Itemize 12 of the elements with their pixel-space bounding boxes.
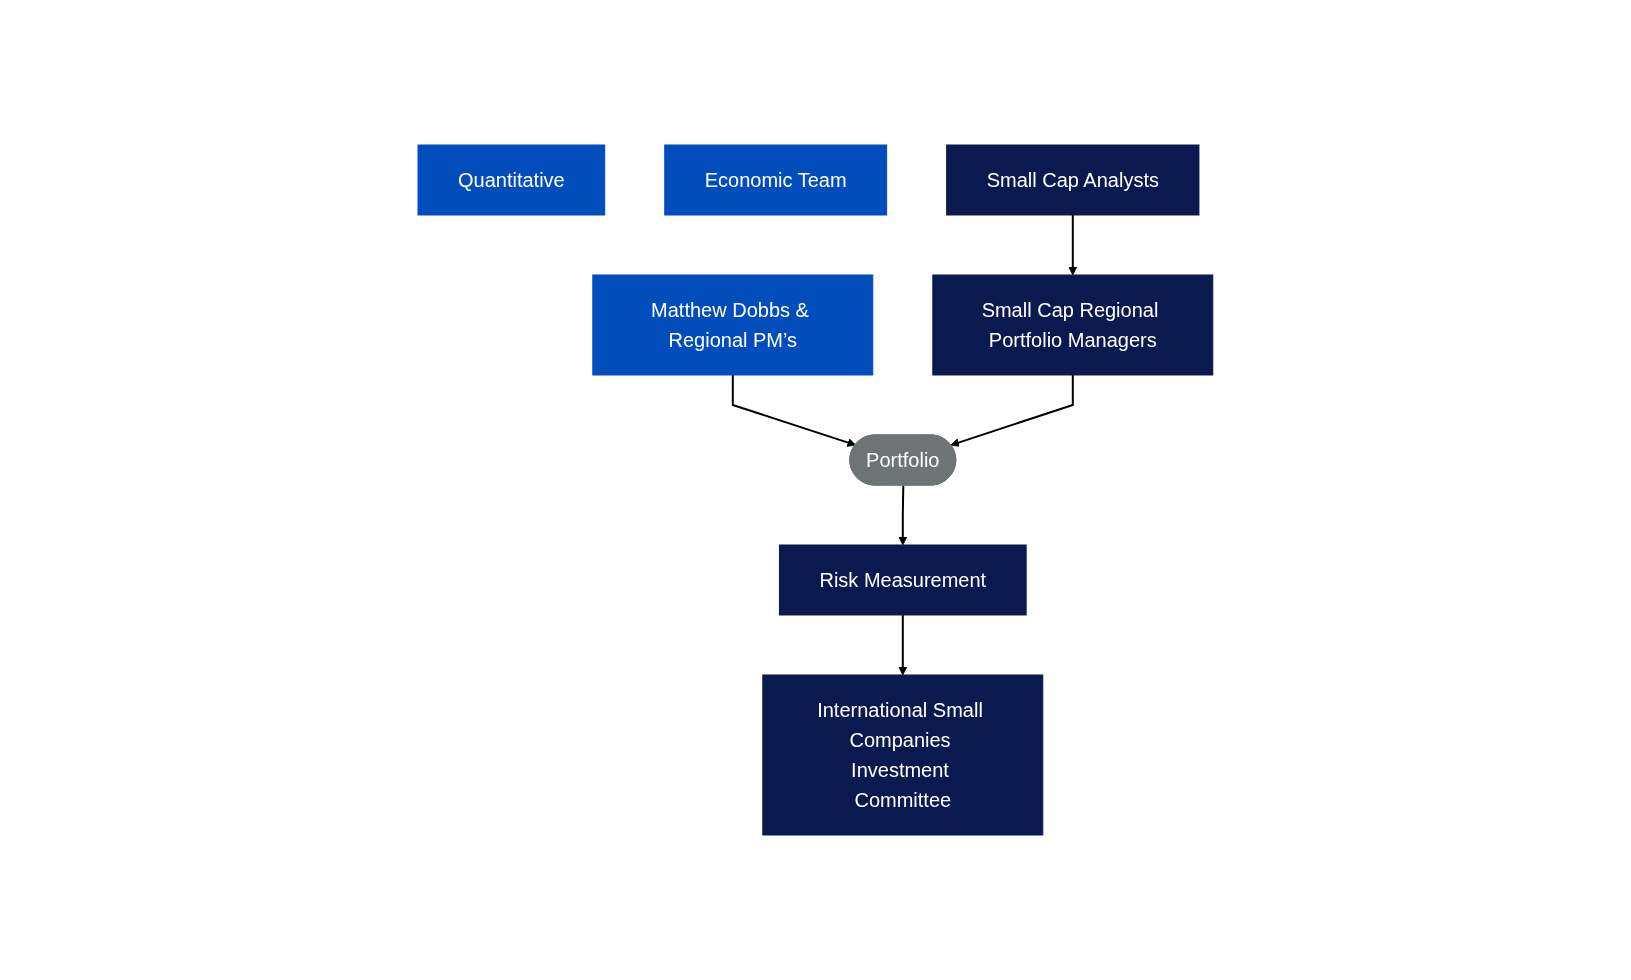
- arrow: [731, 374, 857, 447]
- arrow: [898, 614, 908, 676]
- node-box: Economic Team: [664, 144, 888, 216]
- node-box: Matthew Dobbs & Regional PM’s: [592, 274, 874, 376]
- node-box: Small Cap Analysts: [946, 144, 1200, 216]
- arrow: [950, 374, 1074, 447]
- node-box: Quantitative: [417, 144, 606, 216]
- node-box: Small Cap Regional Portfolio Managers: [932, 274, 1214, 376]
- arrow: [898, 484, 908, 546]
- node-box: Risk Measurement: [779, 544, 1027, 616]
- arrow: [1068, 214, 1078, 276]
- node-box: International Small Companies Investment Committee: [762, 674, 1044, 836]
